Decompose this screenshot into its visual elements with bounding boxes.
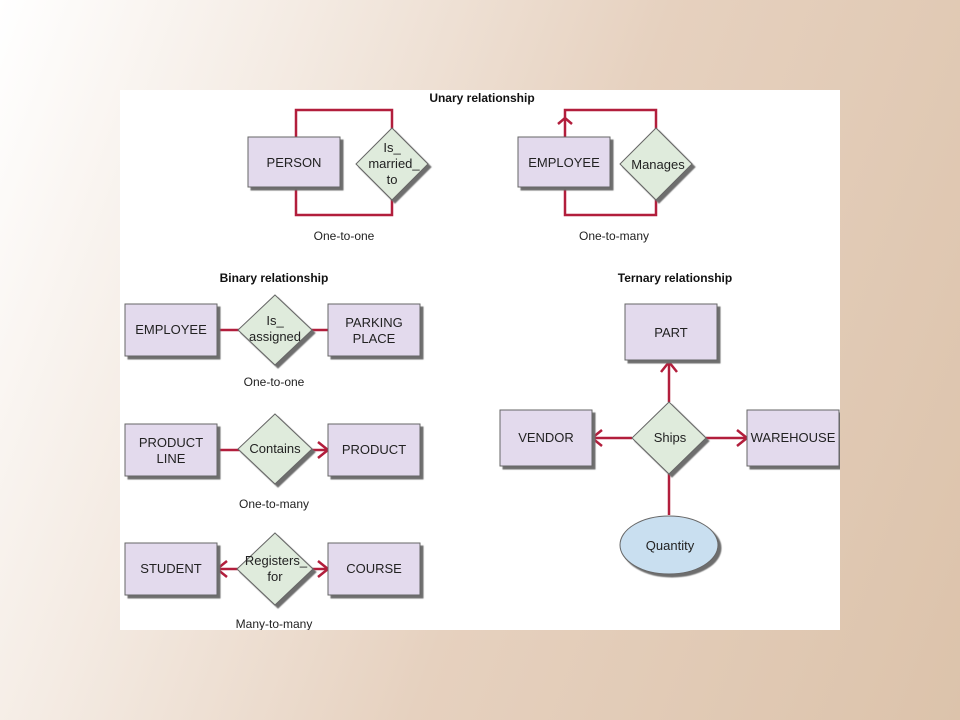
parking-place-label-line2: PLACE (353, 331, 396, 346)
binary-one-to-many-caption: One-to-many (239, 497, 309, 511)
is-married-to-relationship (355, 127, 429, 201)
unary-one-to-many-bottom-line (563, 187, 658, 217)
unary-one-to-many-top-line (563, 108, 658, 137)
student-entity (124, 542, 218, 596)
manages-label: Manages (631, 157, 685, 172)
ternary-group: PART VENDOR WAREHOUSE Ships Quantity (499, 303, 840, 575)
employee-unary-entity (517, 136, 611, 188)
binary-one-to-one-group: EMPLOYEE Is_ assigned PARKING PLACE One-… (124, 294, 421, 389)
ships-relationship (631, 401, 707, 475)
product-line-entity (124, 423, 218, 477)
unary-one-to-one-caption: One-to-one (314, 229, 375, 243)
er-diagram-panel: Unary relationship Binary relationship T… (120, 90, 840, 630)
vendor-entity-label: VENDOR (518, 430, 574, 445)
is-assigned-relationship (237, 294, 313, 366)
binary-one-to-many-group: PRODUCT LINE Contains PRODUCT One-to-man… (124, 413, 421, 511)
unary-one-to-one-top-line (294, 108, 394, 137)
product-line-label-line1: PRODUCT (139, 435, 203, 450)
binary-relationship-header: Binary relationship (220, 271, 329, 285)
is-married-to-label-line3: to (387, 172, 398, 187)
person-entity-label: PERSON (267, 155, 322, 170)
binary-one-to-one-caption: One-to-one (244, 375, 305, 389)
is-assigned-label-line1: Is_ (266, 313, 284, 328)
warehouse-entity (746, 409, 840, 467)
student-entity-label: STUDENT (140, 561, 201, 576)
contains-label: Contains (249, 441, 301, 456)
registers-for-label-line1: Registers_ (245, 553, 308, 568)
binary-many-to-many-caption: Many-to-many (236, 617, 313, 630)
binary-many-to-many-group: STUDENT Registers_ for COURSE Many-to-ma… (124, 532, 421, 630)
product-line-label-line2: LINE (157, 451, 186, 466)
quantity-attribute-label: Quantity (646, 538, 695, 553)
is-assigned-label-line2: assigned (249, 329, 301, 344)
course-entity (327, 542, 421, 596)
ternary-relationship-header: Ternary relationship (618, 271, 732, 285)
parking-place-entity (327, 303, 421, 357)
is-married-to-label-line2: married_ (368, 156, 420, 171)
employee-binary-entity (124, 303, 218, 357)
product-entity (327, 423, 421, 477)
parking-place-label-line1: PARKING (345, 315, 403, 330)
part-entity-label: PART (654, 325, 688, 340)
vendor-entity (499, 409, 593, 467)
registers-for-relationship (236, 532, 314, 606)
person-entity (247, 136, 341, 188)
unary-one-to-many-caption: One-to-many (579, 229, 649, 243)
unary-one-to-many-crowsfoot (557, 116, 573, 125)
employee-unary-entity-label: EMPLOYEE (528, 155, 600, 170)
product-entity-label: PRODUCT (342, 442, 406, 457)
contains-relationship (237, 413, 313, 485)
part-entity (624, 303, 718, 361)
registers-for-label-line2: for (267, 569, 283, 584)
er-diagram-svg: Unary relationship Binary relationship T… (124, 91, 840, 630)
course-entity-label: COURSE (346, 561, 402, 576)
unary-one-to-one-group: PERSON Is_ married_ to One-to-one (247, 108, 429, 243)
warehouse-entity-label: WAREHOUSE (751, 430, 836, 445)
ships-label: Ships (654, 430, 687, 445)
employee-binary-entity-label: EMPLOYEE (135, 322, 207, 337)
manages-relationship (619, 127, 693, 201)
ternary-part-crowsfoot (660, 359, 678, 373)
unary-one-to-one-bottom-line (294, 187, 394, 217)
unary-one-to-many-group: EMPLOYEE Manages One-to-many (517, 108, 693, 243)
unary-relationship-header: Unary relationship (429, 91, 534, 105)
is-married-to-label-line1: Is_ (383, 140, 401, 155)
quantity-attribute (619, 515, 719, 575)
